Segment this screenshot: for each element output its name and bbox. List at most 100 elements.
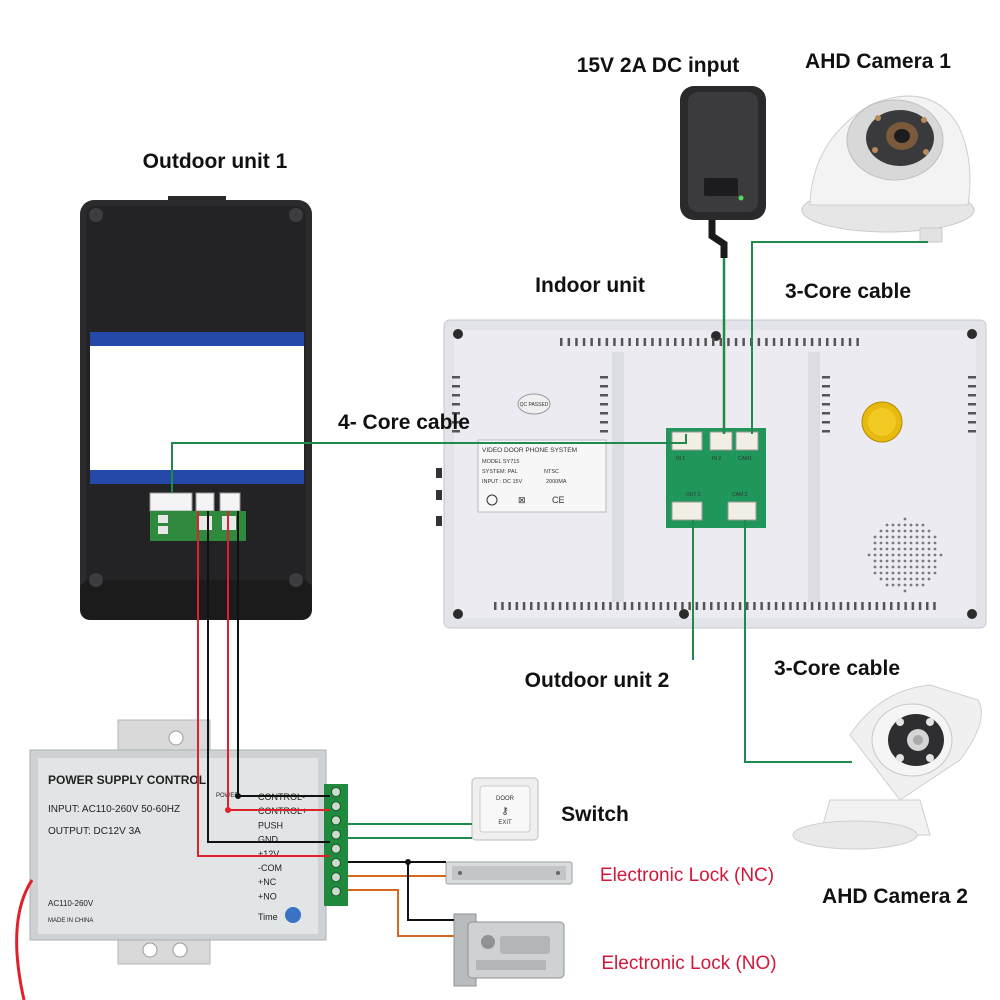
lock-no-device (453, 913, 565, 987)
vent-slot (689, 338, 692, 346)
vent-slot (600, 421, 608, 424)
terminal-screw (331, 815, 341, 826)
vent-slot (839, 602, 843, 610)
key-icon: ⚷ (501, 806, 508, 817)
vent-slot (712, 338, 715, 346)
vent-slot (600, 394, 608, 397)
vent-slot (968, 385, 976, 388)
vent-slot (968, 430, 976, 433)
vent-slot (674, 602, 677, 610)
vent-slot (645, 602, 648, 610)
vent-slot (452, 376, 460, 379)
vent-slot (854, 602, 857, 610)
vent-slot (659, 602, 663, 610)
svg-text:CAM1: CAM1 (738, 456, 752, 462)
vent-slot (681, 338, 685, 346)
vent-slot (695, 602, 699, 610)
vent-slot (515, 602, 519, 610)
terminal-label: +NO (258, 891, 277, 901)
indoor-unit-sticker (477, 439, 607, 513)
cert-mark-icon (486, 494, 498, 506)
vent-slot (602, 602, 605, 610)
vent-slot (494, 602, 497, 610)
vent-slot (594, 602, 598, 610)
svg-text:CAM 2: CAM 2 (732, 492, 748, 498)
vent-slot (822, 412, 830, 415)
psu-made: MADE IN CHINA (48, 918, 93, 924)
vent-slot (600, 412, 608, 415)
terminal-screw (331, 829, 341, 840)
vent-slot (605, 338, 609, 346)
vent-slot (628, 338, 631, 346)
wire-camera-1 (751, 241, 928, 434)
vent-slot (580, 602, 583, 610)
vent-slot (822, 394, 830, 397)
exit-switch-door: DOOR (496, 796, 515, 802)
vent-slot (818, 338, 821, 346)
time-knob-icon[interactable] (285, 907, 301, 923)
vent-slot (643, 338, 647, 346)
cable-4core-label: 4- Core cable (338, 411, 470, 434)
vent-slot (822, 376, 830, 379)
vent-slot (702, 602, 706, 610)
svg-text:QC PASSED: QC PASSED (520, 402, 549, 408)
vent-slot (856, 338, 859, 346)
vent-slot (810, 602, 814, 610)
vent-slot (795, 338, 799, 346)
vent-slot (933, 602, 936, 610)
sticker-model: MODEL SY715 (482, 459, 519, 465)
vent-slot (560, 338, 563, 346)
vent-slot (620, 338, 624, 346)
vent-slot (727, 338, 730, 346)
port-cam2 (727, 501, 757, 521)
vent-slot (968, 421, 976, 424)
camera-2-label: AHD Camera 2 (822, 885, 968, 908)
vent-slot (833, 338, 837, 346)
vent-slot (666, 602, 670, 610)
vent-slot (822, 430, 830, 433)
vent-slot (760, 602, 763, 610)
wire-no (348, 889, 454, 937)
vent-slot (803, 602, 807, 610)
vent-slot (822, 385, 830, 388)
terminal-label: +NC (258, 877, 277, 887)
ahd-camera-1 (801, 95, 975, 243)
vent-slot (825, 602, 828, 610)
vent-slot (788, 338, 791, 346)
vent-slot (882, 602, 886, 610)
exit-switch[interactable]: DOOR EXIT ⚷ (471, 777, 539, 841)
psu-input: INPUT: AC110-260V 50-60HZ (48, 804, 180, 815)
vent-slot (587, 602, 591, 610)
vent-slot (810, 338, 814, 346)
vent-slot (904, 602, 907, 610)
outdoor-unit-1-4pin-connector (149, 492, 193, 512)
vent-slot (789, 602, 792, 610)
vent-slot (738, 602, 742, 610)
vent-slot (452, 412, 460, 415)
vent-slot (567, 338, 571, 346)
terminal-label: CONTROL+ (258, 806, 307, 816)
vent-slot (890, 602, 893, 610)
vent-slot (681, 602, 684, 610)
vent-slot (968, 394, 976, 397)
vent-slot (537, 602, 540, 610)
terminal-screw (331, 886, 341, 897)
cable-3core-top-label: 3-Core cable (785, 280, 911, 303)
vent-slot (868, 602, 871, 610)
vent-slot (848, 338, 852, 346)
vent-slot (746, 602, 749, 610)
sticker-system: SYSTEM: PAL (482, 469, 518, 475)
terminal-label: PUSH (258, 820, 283, 830)
wire-12v (197, 511, 330, 857)
ac-power-cord (15, 879, 34, 1000)
speaker-grille (867, 517, 943, 593)
terminal-label: -COM (258, 863, 282, 873)
psu-time-label: Time (258, 912, 278, 922)
vent-slot (822, 421, 830, 424)
sticker-ntsc: NTSC (544, 469, 559, 475)
vent-slot (742, 338, 745, 346)
port-in2 (709, 431, 733, 451)
vent-slot (636, 338, 639, 346)
vent-slot (911, 602, 915, 610)
